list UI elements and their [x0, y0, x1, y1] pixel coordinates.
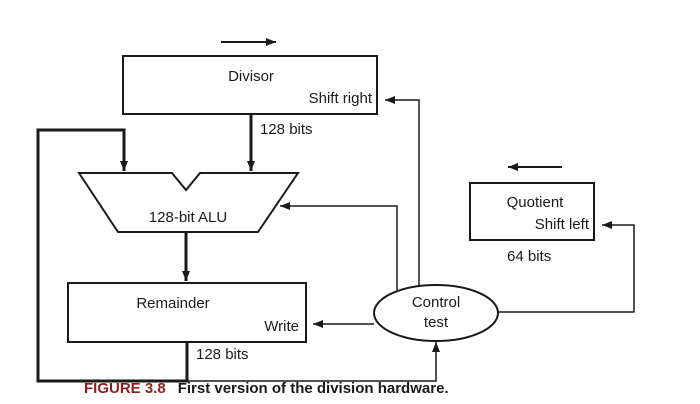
alu: 128-bit ALU — [77, 172, 300, 233]
quotient-register: Quotient Shift left — [469, 182, 595, 241]
divisor-width-label: 128 bits — [260, 121, 313, 138]
remainder-action-label: Write — [264, 318, 299, 335]
figure-number: FIGURE 3.8 — [84, 380, 166, 397]
figure-caption: FIGURE 3.8 First version of the division … — [84, 380, 449, 397]
control-label-line2: test — [424, 314, 449, 331]
quotient-width-label: 64 bits — [507, 248, 551, 265]
divisor-action-label: Shift right — [309, 90, 373, 107]
divisor-label: Divisor — [228, 68, 274, 85]
remainder-feedback-arrow — [36, 128, 189, 383]
figure-caption-text: First version of the division hardware. — [177, 380, 449, 397]
quotient-label: Quotient — [507, 194, 565, 211]
control-to-alu-arrow — [280, 202, 398, 290]
control-test-unit: Control test — [373, 284, 499, 342]
quotient-action-label: Shift left — [535, 216, 590, 233]
remainder-width-label: 128 bits — [196, 346, 249, 363]
remainder-label: Remainder — [136, 295, 209, 312]
control-to-quotient-arrow — [498, 221, 635, 313]
remainder-register: Remainder Write — [67, 282, 307, 343]
remainder-to-control-arrow — [187, 342, 440, 382]
control-label-line1: Control — [412, 294, 460, 311]
control-to-divisor-arrow — [385, 96, 420, 286]
alu-label: 128-bit ALU — [149, 209, 227, 226]
divisor-register: Divisor Shift right — [122, 55, 378, 115]
